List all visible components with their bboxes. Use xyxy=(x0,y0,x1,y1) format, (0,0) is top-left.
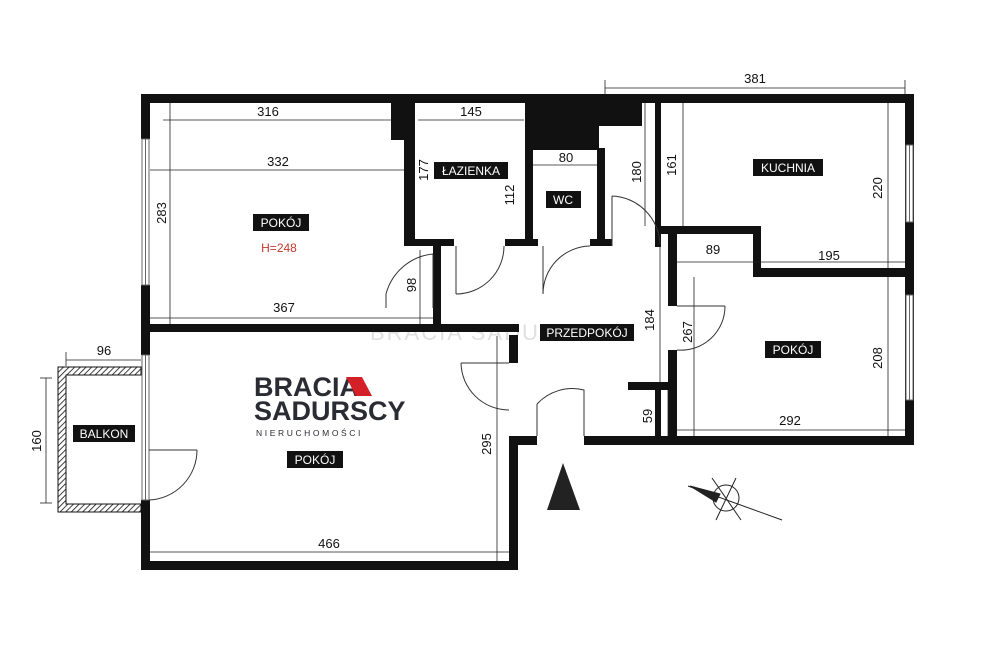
room-label-pokoj-3: POKÓJ xyxy=(773,342,814,357)
room-label-kuchnia: KUCHNIA xyxy=(761,161,815,175)
room-label-pokoj-2: POKÓJ xyxy=(295,452,336,467)
balcony-frame xyxy=(57,366,142,513)
dim-80: 80 xyxy=(559,150,573,165)
dimension-lines xyxy=(40,80,906,561)
north-arrow-icon xyxy=(547,463,580,510)
dim-184: 184 xyxy=(642,309,657,331)
dim-316: 316 xyxy=(257,104,279,119)
dim-267: 267 xyxy=(680,321,695,343)
room-label-lazienka: ŁAZIENKA xyxy=(442,164,500,178)
room-labels: POKÓJ H=248 ŁAZIENKA WC KUCHNIA PRZEDPOK… xyxy=(73,159,823,468)
dim-195: 195 xyxy=(818,248,840,263)
dim-381: 381 xyxy=(744,71,766,86)
compass-icon xyxy=(687,477,783,521)
logo-line-2: SADURSCY xyxy=(254,396,406,426)
logo-red-mark-icon xyxy=(346,377,372,396)
room-label-pokoj-1: POKÓJ xyxy=(261,215,302,230)
dim-145: 145 xyxy=(460,104,482,119)
dim-283: 283 xyxy=(154,202,169,224)
dim-367: 367 xyxy=(273,300,295,315)
logo-line-1: BRACIA xyxy=(254,372,359,402)
dim-96: 96 xyxy=(97,343,111,358)
dim-98: 98 xyxy=(404,278,419,292)
dim-332: 332 xyxy=(267,154,289,169)
room-height-note: H=248 xyxy=(261,241,297,255)
doors xyxy=(148,195,726,501)
dim-180: 180 xyxy=(629,161,644,183)
dim-161: 161 xyxy=(664,154,679,176)
dim-112: 112 xyxy=(502,185,517,206)
room-label-wc: WC xyxy=(553,193,573,207)
dim-160: 160 xyxy=(29,430,44,452)
room-label-balkon: BALKON xyxy=(80,427,129,441)
walls xyxy=(141,94,914,570)
dim-292: 292 xyxy=(779,413,801,428)
dim-59: 59 xyxy=(640,409,655,423)
logo: BRACIA SADURSCY NIERUCHOMOŚCI xyxy=(254,372,406,438)
room-label-przedpokoj: PRZEDPOKÓJ xyxy=(546,325,627,340)
dim-466: 466 xyxy=(318,536,340,551)
dim-89: 89 xyxy=(706,242,720,257)
dim-177: 177 xyxy=(416,159,431,181)
windows xyxy=(141,138,914,501)
logo-tagline: NIERUCHOMOŚCI xyxy=(256,427,363,438)
dimension-labels: 381 316 145 332 80 283 177 112 180 161 2… xyxy=(29,71,885,551)
dim-208: 208 xyxy=(870,347,885,369)
dim-295: 295 xyxy=(479,433,494,455)
dim-220: 220 xyxy=(870,177,885,199)
